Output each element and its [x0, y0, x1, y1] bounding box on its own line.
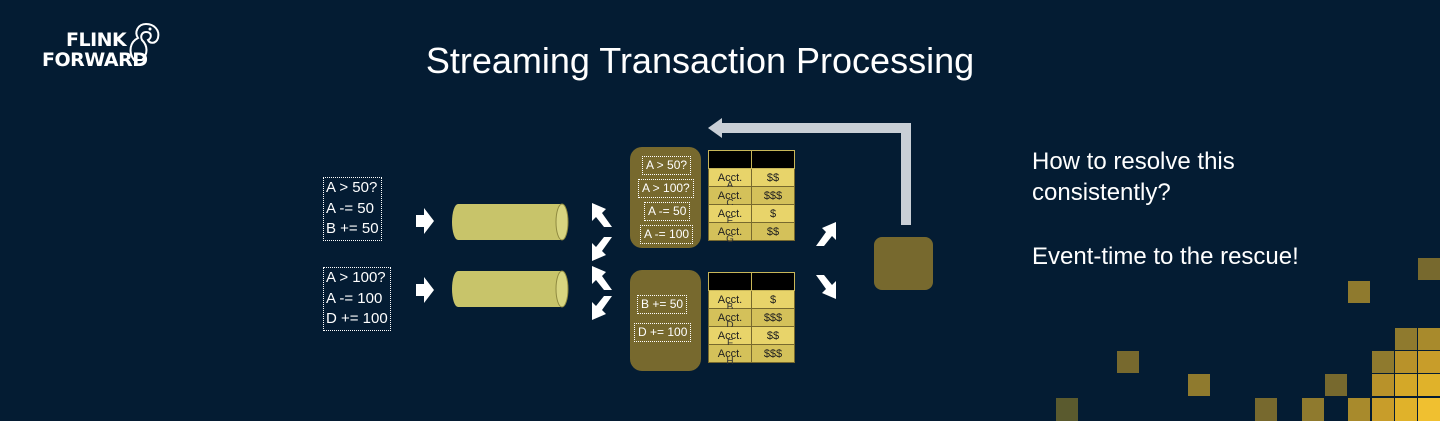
account-state-table-2: Acct.B $ Acct.D $$$ Acct.F $$ Acct.H $$$	[708, 272, 795, 367]
amount-cell: $	[751, 290, 795, 309]
account-cell: Acct.B	[708, 290, 752, 313]
account-cell: Acct.H	[708, 344, 752, 367]
arrow-up-right-icon	[592, 266, 612, 290]
transaction-line: D += 100	[326, 310, 388, 327]
transaction-box-2: A > 100? A -= 100 D += 100	[323, 267, 391, 331]
transaction-line: B += 50	[326, 220, 379, 237]
account-cell: Acct.F	[708, 326, 752, 349]
table-row: Acct.B $	[708, 290, 795, 313]
transaction-line: A -= 100	[326, 289, 383, 307]
rule-box: A > 100?	[638, 179, 694, 198]
arrow-left-icon	[816, 275, 836, 299]
account-cell: Acct.G	[708, 222, 752, 245]
rule-box: A -= 100	[640, 225, 694, 244]
table-row: Acct.F $$	[708, 326, 795, 349]
table-header-row	[708, 150, 795, 169]
logo-line1: FLINK	[66, 29, 127, 51]
amount-cell: $$$	[751, 308, 795, 327]
slide-title: Streaming Transaction Processing	[425, 40, 975, 81]
logo-line2: FORWARD	[42, 49, 148, 71]
stream-cylinder-2	[452, 270, 569, 308]
arrow-down-right-icon	[592, 296, 612, 320]
arrow-down-right-icon	[592, 237, 612, 261]
amount-cell: $$$	[751, 344, 795, 363]
rule-box: D += 100	[634, 323, 692, 342]
rule-box: A > 50?	[642, 156, 692, 175]
table-row: Acct.H $$$	[708, 344, 795, 367]
rule-box: B += 50	[637, 295, 688, 314]
amount-cell: $	[751, 204, 795, 223]
amount-cell: $$	[751, 168, 795, 187]
side-answer: Event-time to the rescue!	[1032, 243, 1299, 270]
amount-cell: $$	[751, 326, 795, 345]
arrow-left-icon	[816, 222, 836, 246]
transaction-line: A > 100?	[326, 269, 386, 286]
transaction-box-1: A > 50? A -= 50 B += 50	[323, 177, 382, 241]
operator-2	[630, 270, 701, 371]
arrow-right-icon	[416, 208, 434, 234]
arrow-right-icon	[416, 277, 434, 303]
transaction-line: A > 50?	[326, 179, 378, 196]
question-line: How to resolve this	[1032, 148, 1235, 175]
table-row: Acct.E $	[708, 204, 795, 227]
account-state-table-1: Acct.A $$ Acct.C $$$ Acct.E $ Acct.G $$	[708, 150, 795, 245]
question-line: consistently?	[1032, 179, 1171, 206]
flink-forward-logo: FLINK FORWARD	[42, 22, 172, 76]
arrow-up-right-icon	[592, 203, 612, 227]
stream-cylinder-1	[452, 203, 569, 241]
side-question: How to resolve this consistently?	[1032, 146, 1235, 208]
rule-box: A -= 50	[644, 202, 691, 221]
table-header-row	[708, 272, 795, 291]
amount-cell: $$$	[751, 186, 795, 205]
amount-cell: $$	[751, 222, 795, 241]
table-row: Acct.C $$$	[708, 186, 795, 209]
table-row: Acct.A $$	[708, 168, 795, 191]
transaction-line: A -= 50	[326, 199, 374, 217]
table-row: Acct.G $$	[708, 222, 795, 245]
feedback-arrow	[708, 118, 911, 225]
account-cell: Acct.C	[708, 186, 752, 209]
decorative-pixel-pattern	[1056, 258, 1440, 421]
source-node	[874, 237, 933, 290]
account-cell: Acct.E	[708, 204, 752, 227]
account-cell: Acct.D	[708, 308, 752, 331]
squirrel-icon	[129, 22, 160, 61]
table-row: Acct.D $$$	[708, 308, 795, 331]
